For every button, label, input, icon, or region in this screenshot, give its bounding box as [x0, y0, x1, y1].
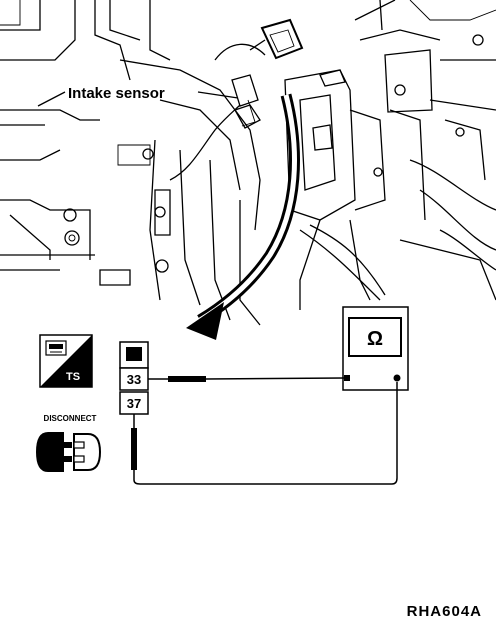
disconnect-icon: DISCONNECT [36, 414, 102, 472]
ts-mode-badge: TS [39, 334, 93, 388]
pin-33-label: 33 [127, 372, 141, 387]
meter-terminal-positive [393, 374, 401, 382]
harness-connector: 33 37 [119, 341, 149, 415]
connector-latch [126, 347, 142, 361]
ohm-symbol: Ω [367, 328, 383, 350]
meter-terminal-negative [344, 375, 350, 381]
pin-37-label: 37 [127, 396, 141, 411]
ohmmeter: Ω [342, 306, 409, 391]
probe-37 [131, 428, 137, 470]
ts-badge-label: TS [66, 371, 80, 383]
disconnect-label: DISCONNECT [44, 414, 97, 423]
curved-pointer-arrow [186, 93, 300, 340]
intake-sensor-label: Intake sensor [68, 85, 165, 102]
probe-wires [131, 376, 398, 485]
intake-sensor-callout: Intake sensor [37, 85, 239, 107]
probe-33 [168, 376, 206, 382]
figure-reference-code: RHA604A [407, 603, 482, 620]
